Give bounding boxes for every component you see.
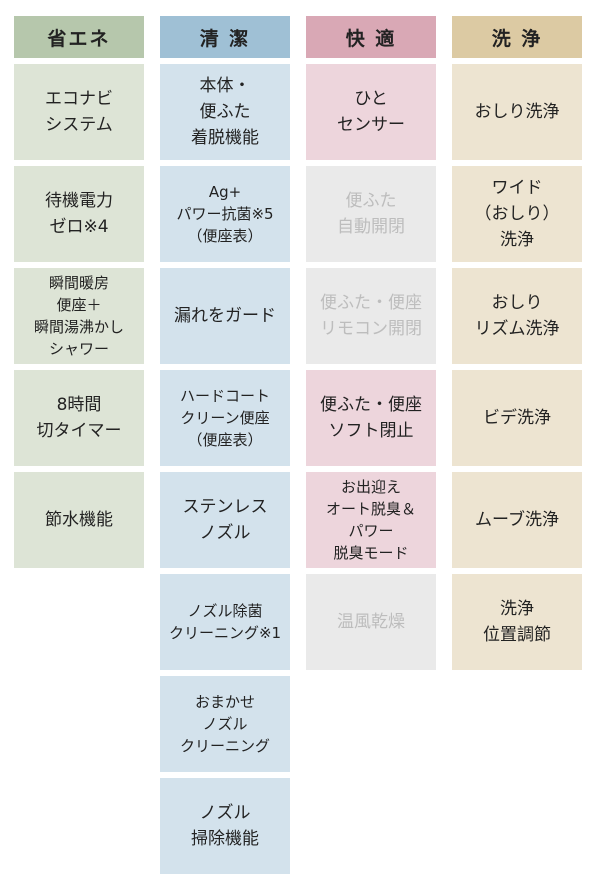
column-comfort: 快 適 ひと センサー 便ふた 自動開閉 便ふた・便座 リモコン開閉 便ふた・便… <box>306 16 436 670</box>
feature-leak-guard: 漏れをガード <box>160 268 290 364</box>
feature-removable-body: 本体・ 便ふた 着脱機能 <box>160 64 290 160</box>
column-eco: 省エネ エコナビ システム 待機電力 ゼロ※4 瞬間暖房 便座＋ 瞬間湯沸かし … <box>14 16 144 568</box>
feature-hardcoat-seat: ハードコート クリーン便座 （便座表） <box>160 370 290 466</box>
feature-auto-lid: 便ふた 自動開閉 <box>306 166 436 262</box>
feature-nozzle-sterilize: ノズル除菌 クリーニング※1 <box>160 574 290 670</box>
feature-standby-zero: 待機電力 ゼロ※4 <box>14 166 144 262</box>
header-clean: 清 潔 <box>160 16 290 58</box>
feature-remote-lid: 便ふた・便座 リモコン開閉 <box>306 268 436 364</box>
header-comfort: 快 適 <box>306 16 436 58</box>
feature-8h-timer: 8時間 切タイマー <box>14 370 144 466</box>
column-clean: 清 潔 本体・ 便ふた 着脱機能 Ag+ パワー抗菌※5 （便座表） 漏れをガー… <box>160 16 290 874</box>
feature-soft-close: 便ふた・便座 ソフト閉止 <box>306 370 436 466</box>
feature-wide-wash: ワイド （おしり） 洗浄 <box>452 166 582 262</box>
feature-auto-nozzle-clean: おまかせ ノズル クリーニング <box>160 676 290 772</box>
feature-move-wash: ムーブ洗浄 <box>452 472 582 568</box>
feature-instant-heating: 瞬間暖房 便座＋ 瞬間湯沸かし シャワー <box>14 268 144 364</box>
feature-rhythm-wash: おしり リズム洗浄 <box>452 268 582 364</box>
feature-rear-wash: おしり洗浄 <box>452 64 582 160</box>
feature-bidet-wash: ビデ洗浄 <box>452 370 582 466</box>
feature-ag-antibacterial: Ag+ パワー抗菌※5 （便座表） <box>160 166 290 262</box>
column-wash: 洗 浄 おしり洗浄 ワイド （おしり） 洗浄 おしり リズム洗浄 ビデ洗浄 ムー… <box>452 16 582 670</box>
feature-water-saving: 節水機能 <box>14 472 144 568</box>
feature-stainless-nozzle: ステンレス ノズル <box>160 472 290 568</box>
feature-human-sensor: ひと センサー <box>306 64 436 160</box>
feature-warm-air-dry: 温風乾燥 <box>306 574 436 670</box>
feature-auto-deodorize: お出迎え オート脱臭＆ パワー 脱臭モード <box>306 472 436 568</box>
feature-nozzle-cleaning: ノズル 掃除機能 <box>160 778 290 874</box>
header-wash: 洗 浄 <box>452 16 582 58</box>
header-eco: 省エネ <box>14 16 144 58</box>
feature-position-adjust: 洗浄 位置調節 <box>452 574 582 670</box>
feature-eco-navi: エコナビ システム <box>14 64 144 160</box>
